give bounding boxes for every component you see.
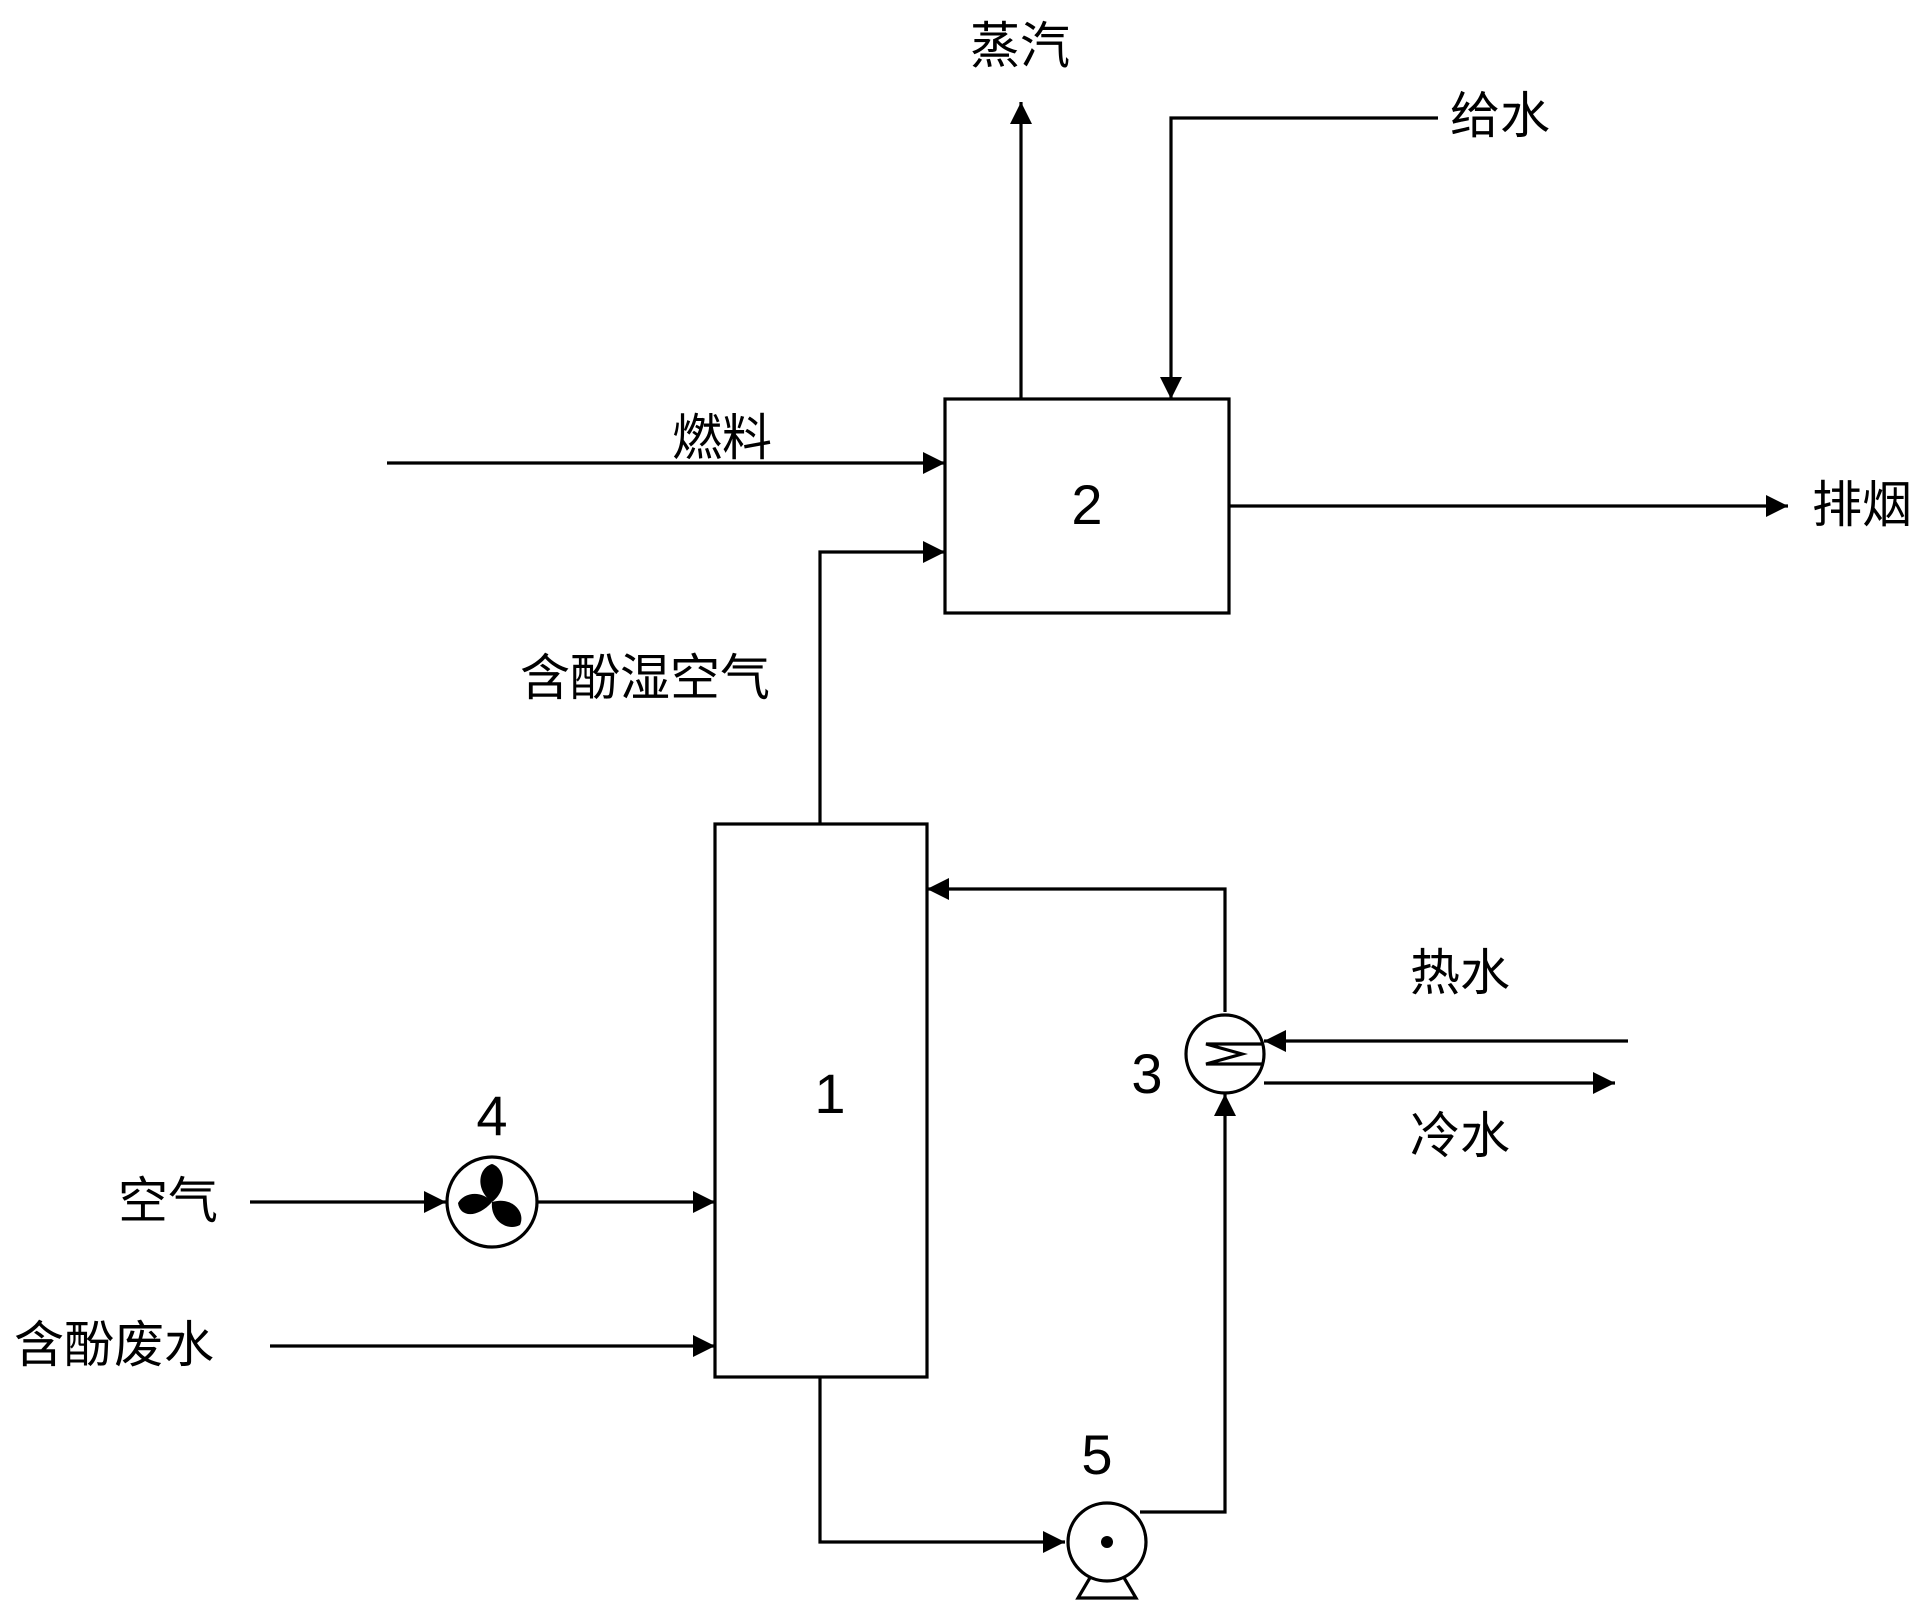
reactor-number: 1 [814,1062,845,1125]
heat-exchanger-symbol [1184,1013,1266,1095]
feed-water-line [1160,116,1438,399]
pump-number: 5 [1081,1423,1112,1486]
phenol-humid-air-label: 含酚湿空气 [520,649,770,707]
pump-center-icon [1101,1536,1113,1548]
fuel-label: 燃料 [672,409,772,467]
phenol-humid-air-line [818,541,945,824]
steam-label: 蒸汽 [970,17,1070,75]
flue-gas-label: 排烟 [1812,476,1912,534]
hot-water-label: 热水 [1410,944,1510,1002]
fan-number: 4 [476,1084,507,1147]
boiler-box [943,397,1231,615]
air-label: 空气 [118,1172,218,1230]
boiler-number: 2 [1071,473,1102,536]
fan-blades-icon [458,1164,522,1228]
heat-exchanger-number: 3 [1131,1042,1162,1105]
reactor-bottom-line [818,1377,1065,1553]
pump-discharge-line [1140,1094,1236,1514]
reactor-box [713,822,929,1379]
cold-water-label: 冷水 [1410,1107,1510,1165]
heat-exchanger-coil-icon [1205,1042,1262,1066]
feed-water-label: 给水 [1450,87,1550,145]
phenol-wastewater-label: 含酚废水 [14,1316,214,1374]
recycle-return-line [927,878,1227,1012]
